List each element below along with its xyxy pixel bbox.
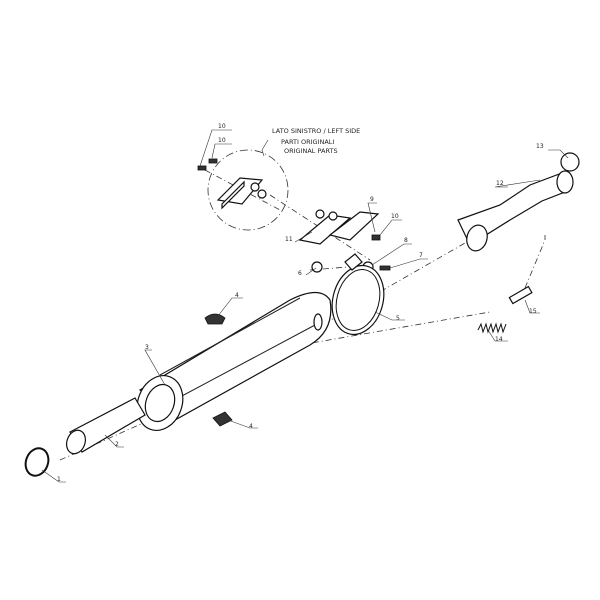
callout-14: 14: [495, 336, 503, 343]
link-pipe-12: [457, 152, 580, 252]
detail-circle: [207, 149, 289, 231]
callout-10: 10: [218, 137, 226, 144]
callout-9: 9: [370, 196, 374, 203]
callout-1: 1: [57, 476, 61, 483]
callout-10: 10: [391, 213, 399, 220]
callout-5: 5: [396, 315, 400, 322]
note-left-side: LATO SINISTRO / LEFT SIDE: [272, 127, 360, 135]
bracket-detail: [197, 158, 267, 210]
callout-12: 12: [496, 180, 504, 187]
pin-15: [508, 285, 533, 305]
callout-11: 11: [285, 236, 293, 243]
bracket-4-top: [204, 313, 226, 325]
callout-4: 4: [235, 292, 239, 299]
callout-7: 7: [419, 252, 423, 259]
callout-3: 3: [145, 344, 149, 351]
callout-10: 10: [218, 123, 226, 130]
callout-15: 15: [529, 308, 537, 315]
spring-14: [477, 322, 507, 334]
note-original-en: ORIGINAL PARTS: [284, 147, 338, 155]
bracket-4-bottom: [212, 411, 233, 427]
callout-8: 8: [404, 237, 408, 244]
note-original-it: PARTI ORIGINALI: [281, 138, 334, 146]
assembly-axis-spring: [299, 235, 546, 346]
end-pipe-2: [65, 397, 146, 455]
leader-lines: [41, 129, 569, 483]
callout-6: 6: [298, 270, 302, 277]
clamp-5: [331, 253, 385, 336]
snap-ring-1: [24, 447, 50, 477]
callout-4: 4: [249, 423, 253, 430]
callout-13: 13: [536, 143, 544, 150]
callout-2: 2: [115, 441, 119, 448]
silencer-3: [136, 291, 332, 431]
bracket-11: [298, 209, 391, 273]
